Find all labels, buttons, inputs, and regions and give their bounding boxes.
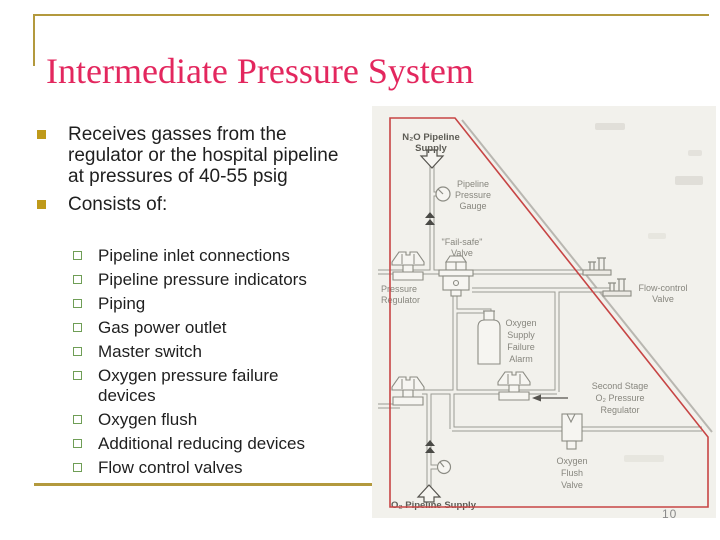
fail-safe-valve-label: "Fail-safe" bbox=[442, 237, 483, 247]
list-item: Master switch bbox=[70, 342, 338, 362]
o2-pressure-gauge-icon bbox=[436, 459, 452, 475]
o2-supply-arrow-icon bbox=[416, 484, 442, 503]
fail-safe-valve-symbol bbox=[438, 255, 474, 297]
oxygen-flush-valve-symbol bbox=[561, 413, 583, 450]
oxygen-alarm-cylinder bbox=[477, 310, 501, 365]
bullet-text: Consists of: bbox=[68, 194, 168, 215]
oxygen-flush-valve-label: Flush bbox=[561, 468, 583, 478]
hollow-square-bullet-icon bbox=[73, 347, 82, 356]
hollow-square-bullet-icon bbox=[73, 439, 82, 448]
check-valve-icon bbox=[425, 440, 435, 453]
hollow-square-bullet-icon bbox=[73, 275, 82, 284]
page-title: Intermediate Pressure System bbox=[46, 51, 474, 92]
bullet-text: Flow control valves bbox=[98, 458, 243, 477]
bullet-list-level2: Pipeline inlet connections Pipeline pres… bbox=[70, 246, 338, 482]
list-item: Piping bbox=[70, 294, 338, 314]
list-item: Additional reducing devices bbox=[70, 434, 338, 454]
bullet-text: Receives gasses from the regulator or th… bbox=[68, 124, 339, 187]
list-item: Flow control valves bbox=[70, 458, 338, 478]
hollow-square-bullet-icon bbox=[73, 323, 82, 332]
list-item: Receives gasses from the regulator or th… bbox=[34, 124, 356, 187]
second-stage-regulator-label: Regulator bbox=[600, 405, 639, 415]
bullet-text: Gas power outlet bbox=[98, 318, 227, 337]
pipeline-pressure-gauge-icon bbox=[435, 186, 451, 202]
hollow-square-bullet-icon bbox=[73, 463, 82, 472]
bullet-text: Pipeline inlet connections bbox=[98, 246, 290, 265]
gold-underline bbox=[34, 483, 388, 486]
oxygen-flush-valve-label: Valve bbox=[561, 480, 583, 490]
oxygen-alarm-label: Oxygen bbox=[505, 318, 536, 328]
red-highlight-outline bbox=[389, 117, 709, 508]
oxygen-alarm-label: Supply bbox=[507, 330, 535, 340]
hollow-square-bullet-icon bbox=[73, 415, 82, 424]
title-top-rule bbox=[33, 14, 709, 16]
flow-control-valve-label: Flow-control bbox=[638, 283, 687, 293]
square-bullet-icon bbox=[37, 200, 46, 209]
list-item: Gas power outlet bbox=[70, 318, 338, 338]
pipeline-gauge-label: Pressure bbox=[455, 190, 491, 200]
pipeline-gauge-label: Gauge bbox=[459, 201, 486, 211]
scan-background bbox=[372, 106, 716, 518]
pipeline-gauge-label: Pipeline bbox=[457, 179, 489, 189]
list-item: Consists of: bbox=[34, 194, 356, 215]
list-item: Pipeline inlet connections bbox=[70, 246, 338, 266]
oxygen-alarm-label: Alarm bbox=[509, 354, 533, 364]
o2-supply-label: O₂ Pipeline Supply bbox=[391, 500, 477, 511]
n2o-supply-label: N₂O Pipeline bbox=[402, 132, 460, 143]
bullet-text: Pipeline pressure indicators bbox=[98, 270, 307, 289]
list-item: Oxygen flush bbox=[70, 410, 338, 430]
flow-control-valve-label: Valve bbox=[652, 294, 674, 304]
list-item: Oxygen pressure failure devices bbox=[70, 366, 338, 406]
square-bullet-icon bbox=[37, 130, 46, 139]
pressure-regulator-label: Regulator bbox=[381, 295, 420, 305]
bullet-list-level1: Receives gasses from the regulator or th… bbox=[34, 124, 356, 215]
n2o-supply-label: Supply bbox=[415, 143, 447, 154]
pressure-regulator-label: Pressure bbox=[381, 284, 417, 294]
title-left-rule bbox=[33, 14, 35, 66]
oxygen-flush-valve-label: Oxygen bbox=[556, 456, 587, 466]
list-item: Pipeline pressure indicators bbox=[70, 270, 338, 290]
second-stage-regulator-label: Second Stage bbox=[592, 381, 649, 391]
hollow-square-bullet-icon bbox=[73, 299, 82, 308]
fail-safe-valve-label: Valve bbox=[451, 248, 473, 258]
hollow-square-bullet-icon bbox=[73, 251, 82, 260]
bullet-text: Oxygen pressure failure devices bbox=[98, 366, 279, 405]
oxygen-alarm-label: Failure bbox=[507, 342, 535, 352]
scan-artifacts bbox=[595, 123, 703, 462]
page-number: 10 bbox=[662, 507, 678, 521]
second-stage-regulator-label: O₂ Pressure bbox=[595, 393, 644, 403]
check-valve-icon bbox=[425, 212, 435, 225]
n2o-supply-arrow-icon bbox=[419, 149, 445, 169]
bullet-text: Master switch bbox=[98, 342, 202, 361]
bullet-text: Piping bbox=[98, 294, 146, 313]
bullet-text: Oxygen flush bbox=[98, 410, 198, 429]
bullet-text: Additional reducing devices bbox=[98, 434, 305, 453]
scan-diagonal-line bbox=[461, 119, 713, 433]
second-stage-pointer-arrow bbox=[532, 394, 568, 402]
diagram-labels: N₂O Pipeline Supply Pipeline Pressure Ga… bbox=[381, 132, 688, 511]
hollow-square-bullet-icon bbox=[73, 371, 82, 380]
